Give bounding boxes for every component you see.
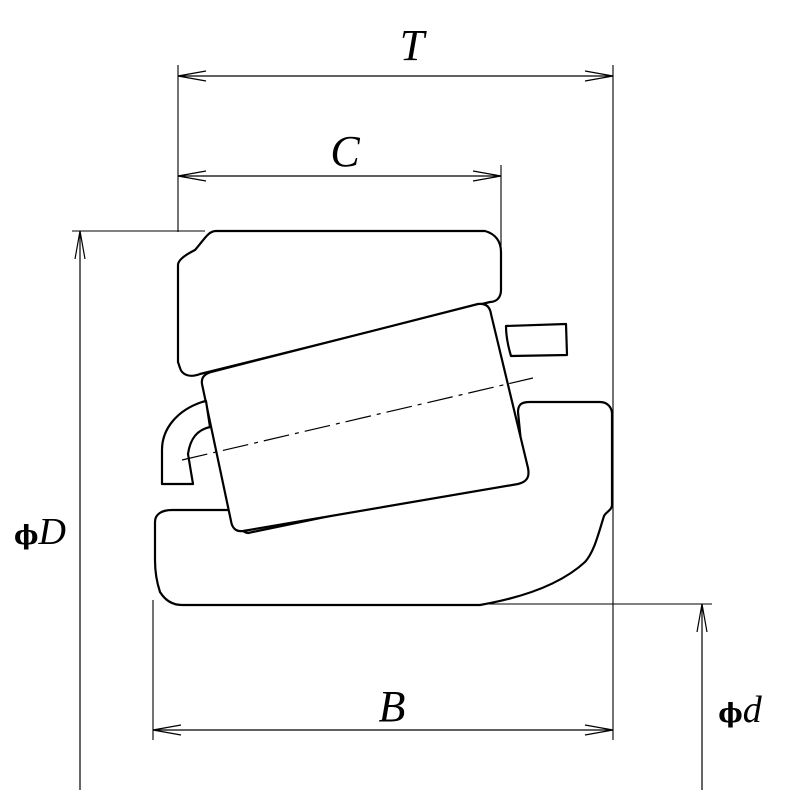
cage-back-hook <box>160 399 212 486</box>
label-T: T <box>400 21 428 70</box>
outer-ring-cup <box>176 229 503 377</box>
label-D-letter: D <box>38 511 66 553</box>
arrowhead-B-left <box>152 724 182 736</box>
label-B: B <box>379 682 406 731</box>
arrowhead-T-left <box>177 70 207 82</box>
label-D-phi: ϕ <box>14 521 38 551</box>
cage-front-tab <box>504 322 569 358</box>
dimension-B: B <box>152 682 614 736</box>
arrowhead-T-right <box>584 70 614 82</box>
dimension-outer-diameter: ϕD <box>14 230 86 790</box>
dimension-bore-diameter: ϕd <box>696 603 763 790</box>
arrowhead-C-right <box>472 170 502 182</box>
arrowhead-B-right <box>584 724 614 736</box>
roller-axis-centerline <box>181 377 534 461</box>
label-d-phi: ϕ <box>718 699 742 729</box>
label-d-letter: d <box>743 689 763 731</box>
label-C: C <box>330 127 360 176</box>
arrowhead-D-top <box>74 230 86 260</box>
arrowhead-d-top <box>696 603 708 633</box>
dimension-T: T <box>177 21 614 82</box>
dimension-C: C <box>177 127 502 182</box>
label-d: ϕd <box>718 689 762 731</box>
extension-lines <box>72 65 712 740</box>
label-D: ϕD <box>14 511 66 553</box>
arrowhead-C-left <box>177 170 207 182</box>
